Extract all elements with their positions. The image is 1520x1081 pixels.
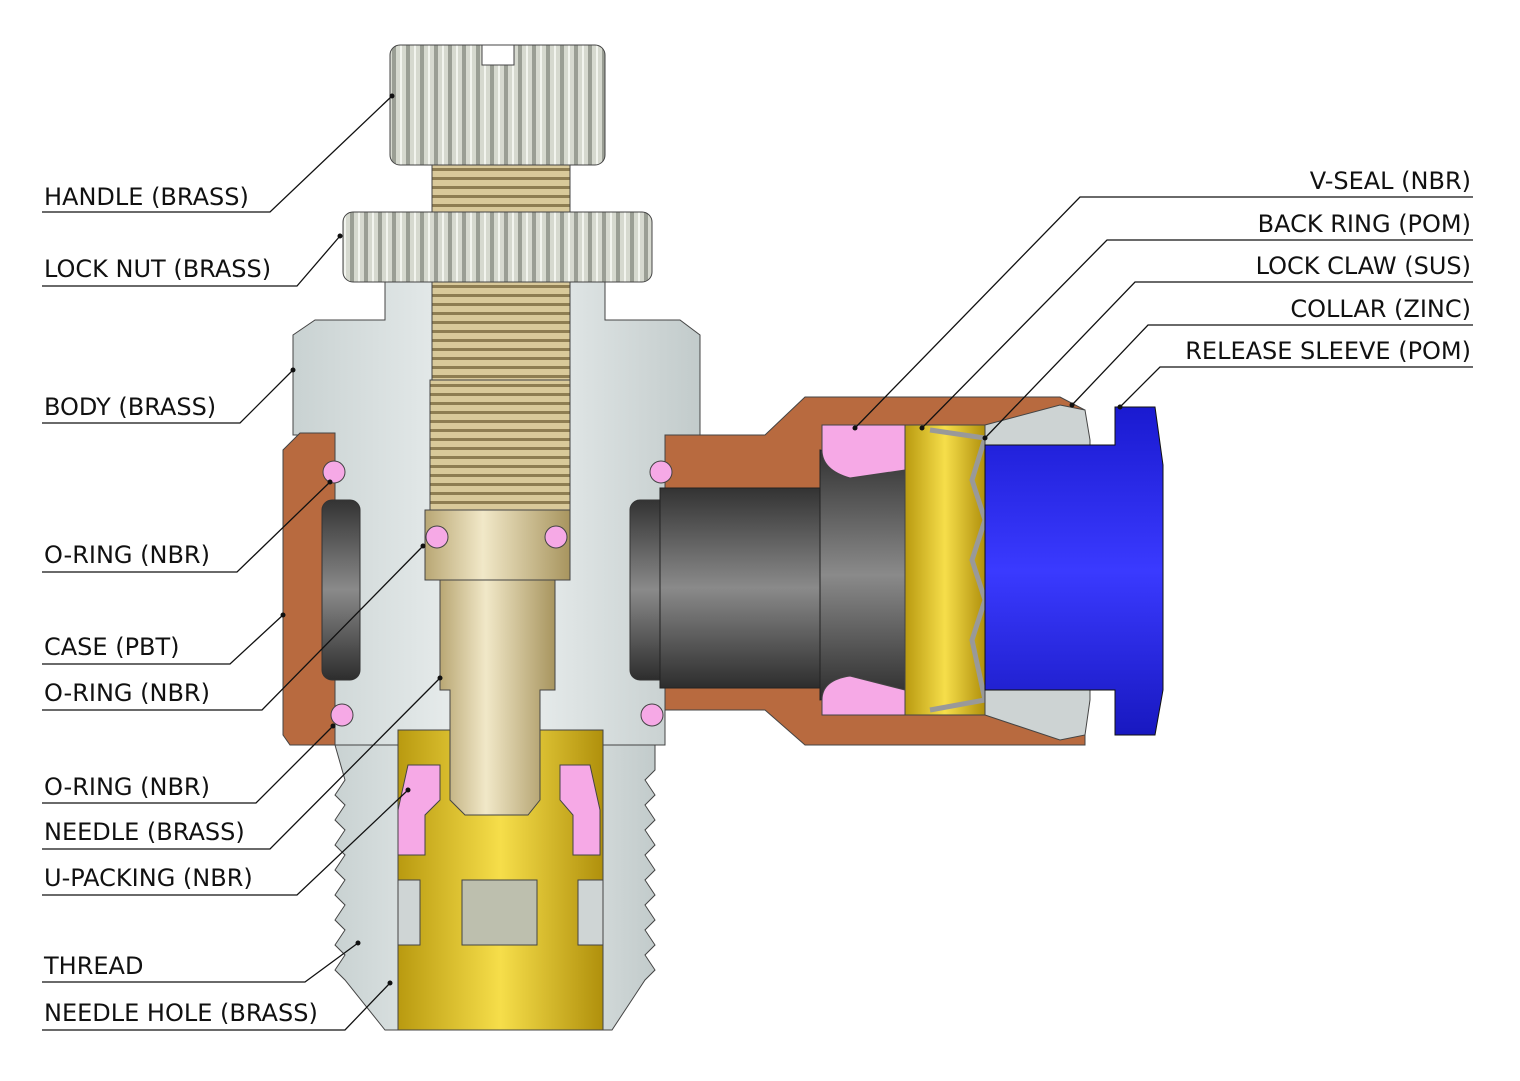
leader-line: [984, 281, 1473, 439]
arrow-head-icon: [919, 425, 925, 431]
leader-line: [42, 677, 441, 850]
callout-label: O-RING (NBR): [44, 541, 210, 569]
o-ring: [322, 460, 346, 484]
callout-label: NEEDLE HOLE (BRASS): [44, 999, 318, 1027]
arrow-head-icon: [1117, 404, 1123, 410]
leader-line: [42, 789, 409, 896]
u-packing-left: [397, 764, 441, 856]
o-ring: [425, 525, 449, 549]
callout-label: CASE (PBT): [44, 633, 180, 661]
arrow-head-icon: [389, 93, 395, 99]
callout-label: LOCK CLAW (SUS): [1256, 252, 1471, 280]
callout-label: HANDLE (BRASS): [44, 183, 249, 211]
leader-lines: [42, 93, 1473, 1031]
arrow-head-icon: [280, 612, 286, 618]
insert-part: [659, 487, 836, 689]
arrow-head-icon: [330, 723, 336, 729]
lock-claw-part: [929, 427, 989, 713]
leader-line: [42, 942, 359, 983]
callout-label: THREAD: [43, 952, 143, 980]
o-ring: [640, 703, 664, 727]
callout-label: BACK RING (POM): [1258, 210, 1471, 238]
o-ring: [544, 525, 568, 549]
o-ring: [649, 460, 673, 484]
arrow-head-icon: [327, 479, 333, 485]
lock-nut-part: [342, 211, 653, 283]
arrow-head-icon: [437, 675, 443, 681]
arrow-head-icon: [387, 980, 393, 986]
o-ring: [330, 703, 354, 727]
callout-label: BODY (BRASS): [44, 393, 216, 421]
callout-label: O-RING (NBR): [44, 679, 210, 707]
needle-thread: [431, 281, 571, 383]
leader-line: [854, 196, 1473, 429]
leader-line: [1071, 324, 1473, 406]
leader-line: [42, 982, 391, 1031]
u-packing-right: [559, 764, 601, 856]
arrow-head-icon: [420, 543, 426, 549]
arrow-head-icon: [290, 367, 296, 373]
leader-line: [42, 369, 294, 424]
callout-label: COLLAR (ZINC): [1290, 295, 1471, 323]
arrow-head-icon: [355, 940, 361, 946]
callout-label: RELEASE SLEEVE (POM): [1185, 337, 1471, 365]
callout-label: LOCK NUT (BRASS): [44, 255, 271, 283]
leader-line: [42, 95, 393, 213]
leader-line: [42, 614, 284, 665]
leader-line: [42, 545, 424, 711]
arrow-head-icon: [982, 435, 988, 441]
callout-label: NEEDLE (BRASS): [44, 818, 245, 846]
leader-line: [921, 239, 1473, 429]
arrow-head-icon: [405, 787, 411, 793]
arrow-head-icon: [1069, 402, 1075, 408]
labels: HANDLE (BRASS) LOCK NUT (BRASS) BODY (BRAS…: [43, 167, 1471, 1027]
callout-label: U-PACKING (NBR): [44, 864, 253, 892]
arrow-head-icon: [337, 233, 343, 239]
leader-line: [1119, 366, 1473, 408]
leader-line: [42, 725, 334, 804]
callout-label: V-SEAL (NBR): [1310, 167, 1471, 195]
leader-line: [42, 481, 331, 573]
leader-line: [42, 235, 341, 287]
release-sleeve-part: [984, 406, 1164, 736]
callout-label: O-RING (NBR): [44, 773, 210, 801]
arrow-head-icon: [852, 425, 858, 431]
needle-part: [424, 509, 571, 581]
